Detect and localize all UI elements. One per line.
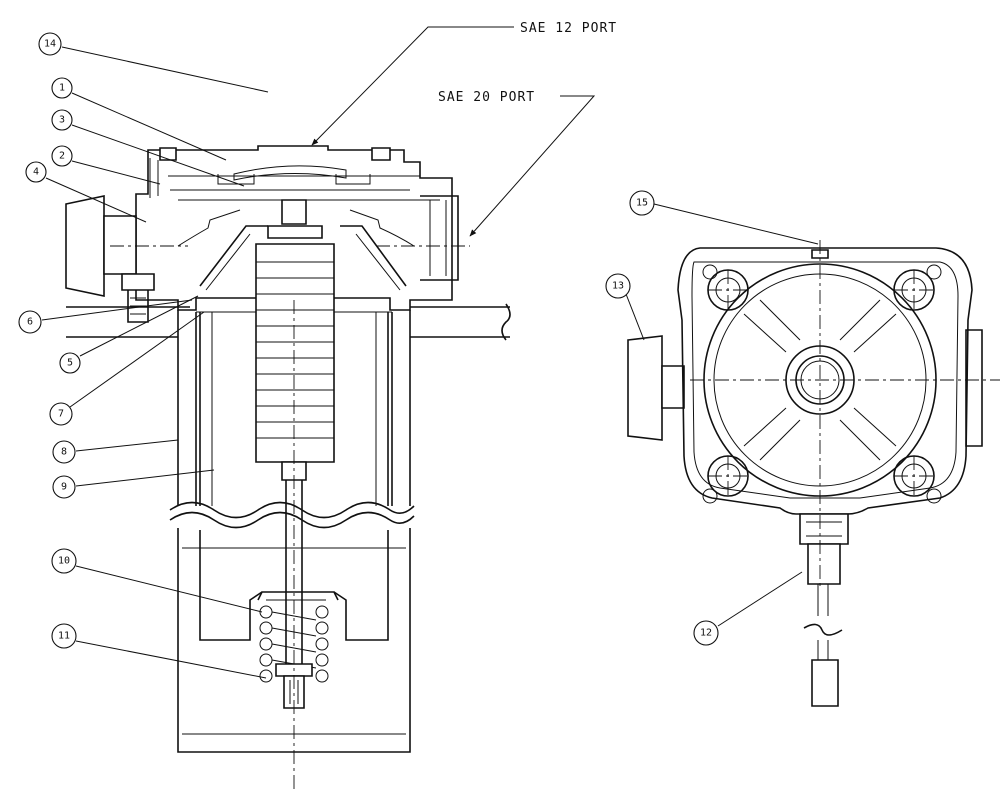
electrical-fitting: [799, 513, 849, 707]
svg-text:11: 11: [58, 631, 70, 642]
callout-7: 7: [49, 311, 205, 426]
callout-15: 15: [629, 190, 819, 245]
gauge-13: [627, 335, 663, 441]
svg-text:7: 7: [58, 409, 64, 420]
callout-6: 6: [18, 299, 193, 334]
top-view: [627, 240, 1000, 707]
port-label-sae12: SAE 12 PORT: [311, 21, 617, 146]
callout-4: 4: [25, 161, 147, 223]
section-view: [65, 145, 511, 790]
filter-head: [65, 145, 459, 323]
svg-text:13: 13: [612, 281, 624, 292]
svg-text:15: 15: [636, 198, 648, 209]
svg-text:6: 6: [27, 317, 33, 328]
callout-3: 3: [51, 109, 245, 187]
svg-text:4: 4: [33, 167, 39, 178]
port-label-sae20-text: SAE 20 PORT: [438, 90, 535, 105]
svg-text:10: 10: [58, 556, 70, 567]
callout-2: 2: [51, 145, 161, 185]
svg-text:2: 2: [59, 151, 65, 162]
svg-text:1: 1: [59, 83, 65, 94]
callout-1: 1: [51, 77, 227, 161]
svg-text:12: 12: [700, 628, 712, 639]
bypass-valve: [255, 199, 339, 680]
callout-5: 5: [59, 295, 199, 374]
svg-text:5: 5: [67, 358, 73, 369]
svg-text:14: 14: [44, 39, 56, 50]
callout-13: 13: [605, 273, 645, 341]
svg-text:3: 3: [59, 115, 65, 126]
callout-10: 10: [51, 548, 263, 613]
callout-14: 14: [38, 32, 269, 93]
callout-8: 8: [52, 439, 179, 464]
callout-11: 11: [51, 623, 267, 679]
svg-text:9: 9: [61, 482, 67, 493]
port-label-sae20: SAE 20 PORT: [438, 90, 596, 237]
callout-12: 12: [693, 571, 803, 646]
callout-9: 9: [52, 469, 215, 499]
port-label-sae12-text: SAE 12 PORT: [520, 21, 617, 36]
svg-text:8: 8: [61, 447, 67, 458]
top-housing-outline: [677, 247, 973, 515]
